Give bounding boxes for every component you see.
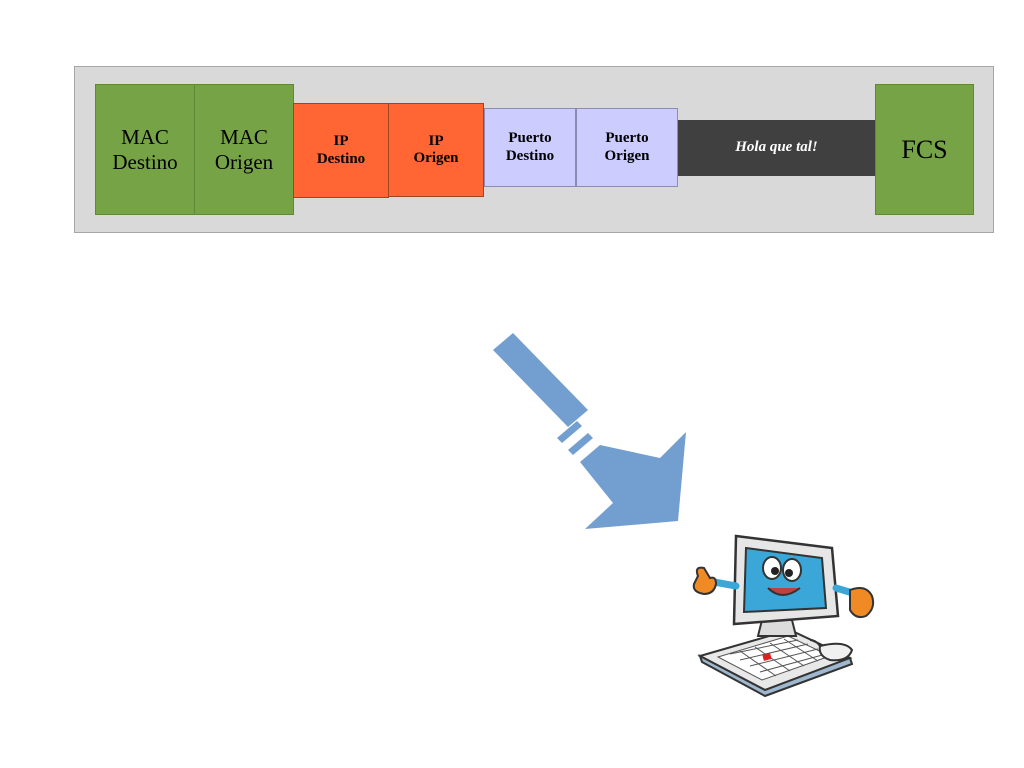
field-mac-destino-label: MAC Destino bbox=[112, 125, 178, 174]
field-fcs: FCS bbox=[875, 84, 974, 215]
field-ip-destino-label: IP Destino bbox=[316, 133, 366, 167]
field-puerto-destino-label: Puerto Destino bbox=[505, 130, 555, 164]
field-fcs-label: FCS bbox=[901, 134, 948, 164]
field-puerto-destino: Puerto Destino bbox=[484, 108, 576, 187]
field-puerto-origen-label: Puerto Origen bbox=[604, 130, 650, 164]
field-payload-label: Hola que tal! bbox=[735, 139, 818, 156]
field-mac-origen-label: MAC Origen bbox=[214, 125, 274, 174]
field-mac-destino: MAC Destino bbox=[95, 84, 195, 215]
field-ip-origen: IP Origen bbox=[388, 103, 484, 197]
field-payload: Hola que tal! bbox=[678, 120, 875, 176]
smiling-computer-mascot-icon bbox=[692, 534, 875, 698]
field-ip-destino: IP Destino bbox=[293, 103, 389, 198]
field-puerto-origen: Puerto Origen bbox=[576, 108, 678, 187]
field-ip-origen-label: IP Origen bbox=[413, 132, 459, 166]
field-mac-origen: MAC Origen bbox=[194, 84, 294, 215]
